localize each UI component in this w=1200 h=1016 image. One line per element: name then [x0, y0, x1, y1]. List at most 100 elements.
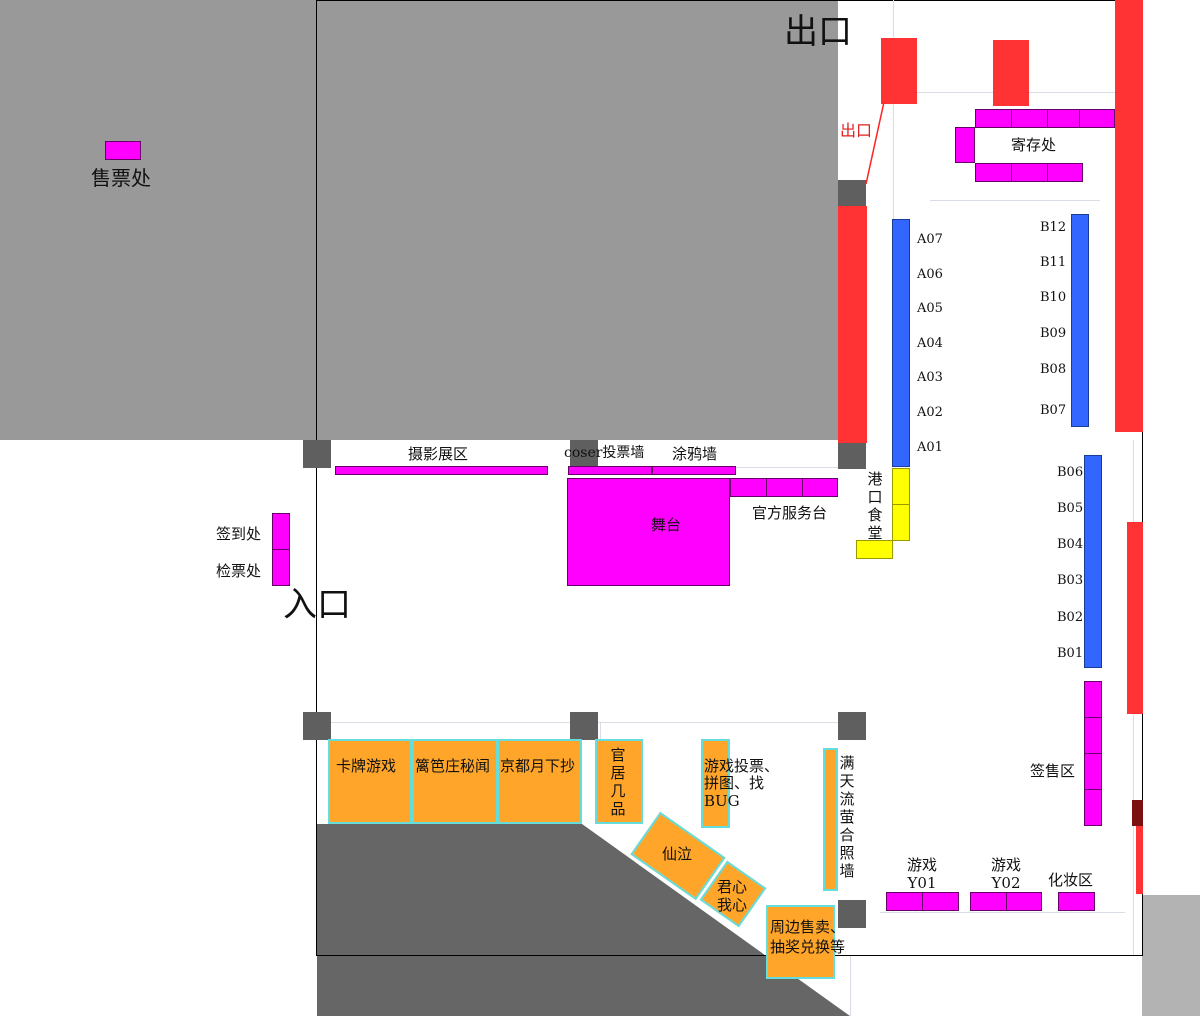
canteen-stall [892, 468, 910, 505]
a-row-label: A01 [917, 440, 943, 455]
stage-label: 舞台 [651, 516, 682, 534]
ticket-office-label: 售票处 [91, 166, 151, 190]
a-row-label: A03 [917, 370, 943, 385]
service-desk-segment [766, 478, 803, 497]
building-outline [316, 0, 1143, 956]
game-y01-booth [922, 892, 959, 911]
junxin-label: 君心我心 [716, 878, 747, 914]
a-row-label: A07 [917, 232, 943, 247]
b-row-upper-booths [1071, 214, 1089, 427]
mantian-wall-label: 满天流萤合照墙 [839, 754, 855, 880]
canteen-label: 港口食堂 [867, 470, 883, 542]
exit-door-right [993, 40, 1029, 106]
stage [567, 478, 730, 586]
pillar [838, 180, 866, 208]
signing-divider [1084, 753, 1102, 754]
b-row-label: B05 [1057, 501, 1084, 516]
pillar [838, 900, 866, 928]
dark-red-marker [1132, 800, 1143, 826]
signing-divider [1084, 789, 1102, 790]
guide-line [850, 956, 851, 1016]
storage-booth [975, 163, 1012, 182]
storage-booth [1047, 163, 1083, 182]
storage-booth [975, 109, 1012, 128]
red-wall-right-bottom [1136, 826, 1143, 894]
coser-vote-label: coser投票墙 [564, 445, 645, 461]
storage-booth [1011, 163, 1048, 182]
photo-exhibit-label: 摄影展区 [408, 445, 469, 463]
a-row-label: A06 [917, 267, 943, 282]
b-row-label: B04 [1057, 537, 1084, 552]
b-row-label: B03 [1057, 573, 1084, 588]
pillar [303, 712, 331, 740]
xianqi-label: 仙泣 [662, 845, 693, 863]
kyoto-booth [497, 739, 582, 824]
rakuan-label: 篱笆庄秘闻 [415, 757, 491, 775]
ticket-check-booth [272, 549, 290, 586]
kyoto-label: 京都月下抄 [500, 757, 576, 775]
pillar [570, 440, 598, 468]
residence-label: 官居几品 [610, 746, 626, 818]
ticket-office-booth [105, 141, 141, 160]
entrance-label: 入口 [283, 585, 351, 625]
b-row-label: B10 [1040, 290, 1067, 305]
b-row-lower-booths [1084, 455, 1102, 668]
b-row-label: B08 [1040, 362, 1067, 377]
game-y01-label: 游戏Y01 [906, 856, 937, 892]
a-row-label: A04 [917, 336, 943, 351]
checkin-booth [272, 513, 290, 550]
service-desk-segment [730, 478, 767, 497]
game-y02-label: 游戏Y02 [990, 856, 1021, 892]
a-row-label: A05 [917, 301, 943, 316]
game-y02-booth [970, 892, 1007, 911]
b-row-label: B11 [1040, 255, 1067, 270]
coser-vote-wall [568, 466, 652, 475]
guide-line [930, 200, 1100, 201]
a-row-booths [892, 219, 910, 467]
graffiti-wall-label: 涂鸦墙 [672, 445, 718, 463]
signing-divider [1084, 717, 1102, 718]
game-vote-booth [701, 739, 730, 828]
exit-door-left [881, 38, 917, 104]
game-y02-booth [1006, 892, 1042, 911]
canteen-stall [856, 540, 893, 559]
b-row-label: B06 [1057, 465, 1084, 480]
b-row-label: B09 [1040, 326, 1067, 341]
makeup-label: 化妆区 [1048, 871, 1094, 889]
red-wall-right-lower [1127, 522, 1143, 714]
residence-booth [595, 739, 643, 824]
photo-exhibit-wall [335, 466, 548, 475]
checkin-label: 签到处 [216, 525, 262, 543]
b-row-label: B02 [1057, 610, 1084, 625]
mantian-wall-booth [823, 748, 838, 891]
storage-booth [955, 127, 975, 163]
rakuan-booth [412, 739, 498, 824]
guide-line [880, 912, 1125, 913]
card-game-label: 卡牌游戏 [336, 757, 397, 775]
b-row-label: B07 [1040, 403, 1067, 418]
red-wall-left [838, 206, 867, 443]
graffiti-wall [652, 466, 736, 475]
pillar [838, 712, 866, 740]
storage-label: 寄存处 [1011, 136, 1057, 154]
ticket-check-label: 检票处 [216, 562, 262, 580]
pillar [838, 441, 866, 469]
signing-label: 签售区 [1030, 762, 1076, 780]
exit-label-red: 出口 [840, 121, 873, 140]
storage-booth [1079, 109, 1115, 128]
guide-line [736, 467, 838, 468]
service-desk-segment [802, 478, 838, 497]
outdoor-gray-area [0, 0, 838, 440]
storage-booth [1011, 109, 1048, 128]
makeup-booth [1058, 892, 1095, 911]
merch-label: 周边售卖、抽奖兑换等 [770, 918, 846, 956]
b-row-label: B01 [1057, 646, 1084, 661]
pillar [303, 440, 331, 468]
canteen-stall [892, 504, 910, 541]
red-wall-right-upper [1115, 0, 1143, 432]
a-row-label: A02 [917, 405, 943, 420]
exit-pointer-line [865, 101, 885, 185]
game-vote-label: 游戏投票、拼图、找BUG [704, 757, 780, 810]
corner-gray-area [1142, 895, 1200, 1016]
service-desk-label: 官方服务台 [752, 504, 828, 522]
